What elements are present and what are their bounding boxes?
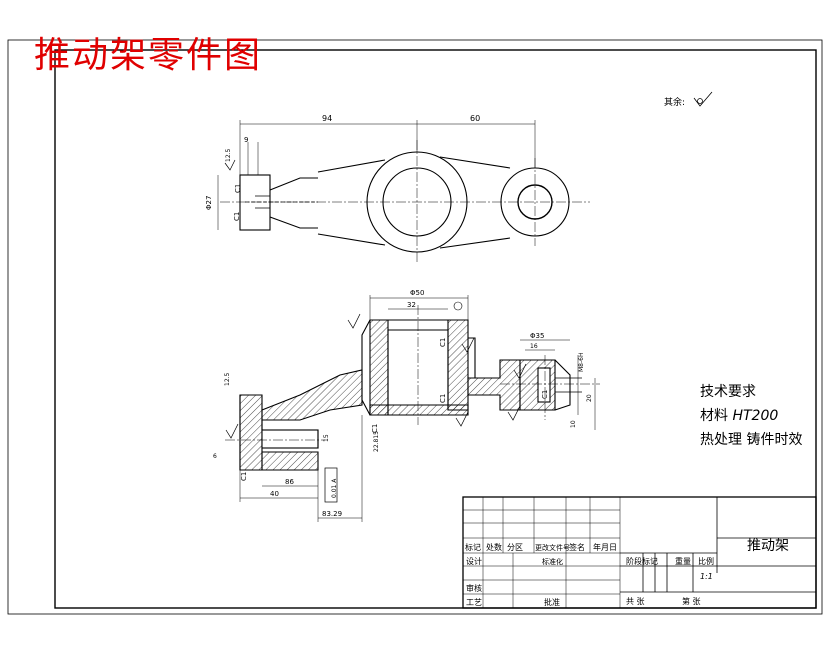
drawing-title: 推动架零件图 [34,35,263,76]
title-block [462,496,817,609]
roughness-symbols-front [225,313,527,439]
svg-text:处数: 处数 [486,542,502,552]
svg-text:C1: C1 [371,424,379,433]
material-label: 材料 [700,408,728,424]
svg-text:C1: C1 [439,394,447,403]
front-section-view [239,319,582,471]
dim-22: 22.815 [373,431,380,452]
tech-heat-treatment: 热处理 铸件时效 [700,432,803,448]
tolerance-frame [324,467,338,503]
dim-50: Φ50 [410,289,424,297]
part-name: 推动架 [747,538,789,554]
dim-83: 83.29 [322,510,342,518]
svg-text:审核: 审核 [466,583,482,593]
dim-20: 20 [586,394,593,402]
svg-text:分区: 分区 [507,543,523,552]
svg-text:更改文件号: 更改文件号 [535,543,570,552]
surface-note: 其余: [664,96,685,108]
title-block-text: 标记 处数 分区 更改文件号 签名 年月日 设计 标准化 审核 工艺 批准 阶段… [465,538,789,607]
roughness-top-icon [224,159,236,171]
svg-text:C1: C1 [234,184,242,193]
roughness-symbol-icon [693,91,713,107]
svg-text:标记: 标记 [465,542,481,552]
svg-text:签名: 签名 [569,542,585,552]
inner-border [54,49,817,609]
left-hub-section [239,394,263,471]
big-boss-left-wall [369,319,389,416]
svg-text:工艺: 工艺 [466,598,482,607]
arm-to-small-boss [467,359,521,411]
tech-heading: 技术要求 [700,384,756,400]
svg-text:C1: C1 [439,338,447,347]
dim-35: Φ35 [530,332,544,340]
technical-requirements: 技术要求 材料 HT200 热处理 铸件时效 [700,380,802,452]
dim-27: Φ27 [205,196,213,210]
big-boss-right-wall [447,319,469,411]
dim-94: 94 [322,114,332,123]
dim-40: 40 [270,490,279,498]
svg-text:共 张: 共 张 [626,597,645,606]
dim-16: 16 [530,343,538,350]
svg-text:1:1: 1:1 [700,572,713,581]
dim-ra-top: 12.5 [225,148,232,162]
dim-60: 60 [470,114,480,123]
dim-86: 86 [285,478,294,486]
svg-text:设计: 设计 [466,556,482,566]
top-left-hub [239,174,271,231]
svg-text:比例: 比例 [698,556,714,566]
tech-material: 材料 HT200 [700,404,802,428]
svg-text:年月日: 年月日 [593,542,617,552]
svg-text:标准化: 标准化 [542,557,563,566]
tolerance-text: 0.01 A [331,478,338,498]
svg-text:C1: C1 [541,390,549,399]
svg-text:批准: 批准 [544,597,560,607]
dim-15: 15 [323,434,330,442]
svg-text:重量: 重量 [675,556,691,566]
material-value: HT200 [732,408,779,424]
sloped-arm [261,369,363,421]
outer-border [7,39,823,615]
svg-text:第 张: 第 张 [682,596,701,606]
svg-text:阶段标记: 阶段标记 [626,556,658,566]
dim-10: 10 [570,420,577,428]
dim-9: 9 [244,136,248,144]
svg-text:C1: C1 [240,472,248,481]
dim-6: 6 [213,453,217,460]
dim-32: 32 [407,301,416,309]
svg-text:C1: C1 [233,212,241,221]
dim-m8: M8-6H [578,353,585,373]
dim-ra-left: 12.5 [224,372,231,386]
